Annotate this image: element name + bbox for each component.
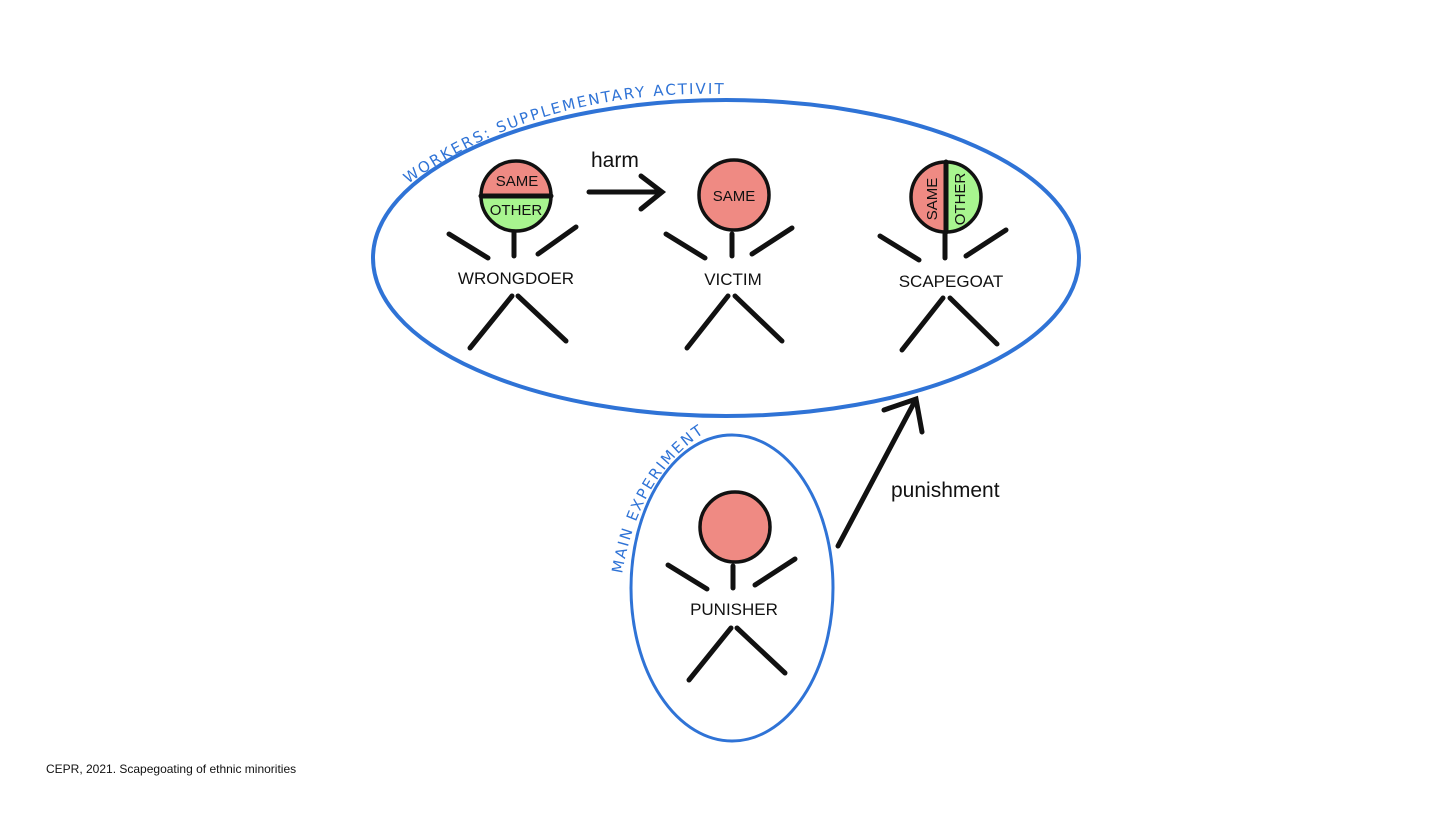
- wrongdoer-label: WRONGDOER: [458, 269, 574, 288]
- scapegoat-head-left-label: SAME: [924, 178, 941, 221]
- scapegoat-head-right-label: OTHER: [952, 173, 969, 226]
- main-experiment-label: MAIN EXPERIMENT: [608, 420, 707, 574]
- workers-group-ellipse: [371, 98, 1081, 418]
- punisher-head: [698, 490, 772, 564]
- wrongdoer-head-bottom-label: OTHER: [490, 202, 543, 219]
- punishment-arrow: punishment: [835, 395, 1000, 549]
- scapegoat-figure: SAME OTHER SCAPEGOAT: [877, 159, 1009, 353]
- citation-text: CEPR, 2021. Scapegoating of ethnic minor…: [46, 762, 297, 776]
- punisher-figure: PUNISHER: [665, 490, 798, 683]
- punisher-label: PUNISHER: [690, 600, 778, 619]
- harm-arrow: harm: [586, 149, 667, 212]
- harm-label: harm: [591, 149, 639, 172]
- main-experiment-ellipse: [629, 433, 835, 743]
- punishment-label: punishment: [891, 479, 1000, 502]
- victim-label: VICTIM: [704, 270, 762, 289]
- scapegoat-label: SCAPEGOAT: [899, 272, 1004, 291]
- victim-figure: SAME VICTIM: [663, 158, 795, 351]
- victim-head: [697, 158, 771, 232]
- wrongdoer-head-top-label: SAME: [496, 173, 539, 190]
- wrongdoer-figure: SAME OTHER WRONGDOER: [446, 159, 579, 351]
- victim-head-label: SAME: [713, 188, 756, 205]
